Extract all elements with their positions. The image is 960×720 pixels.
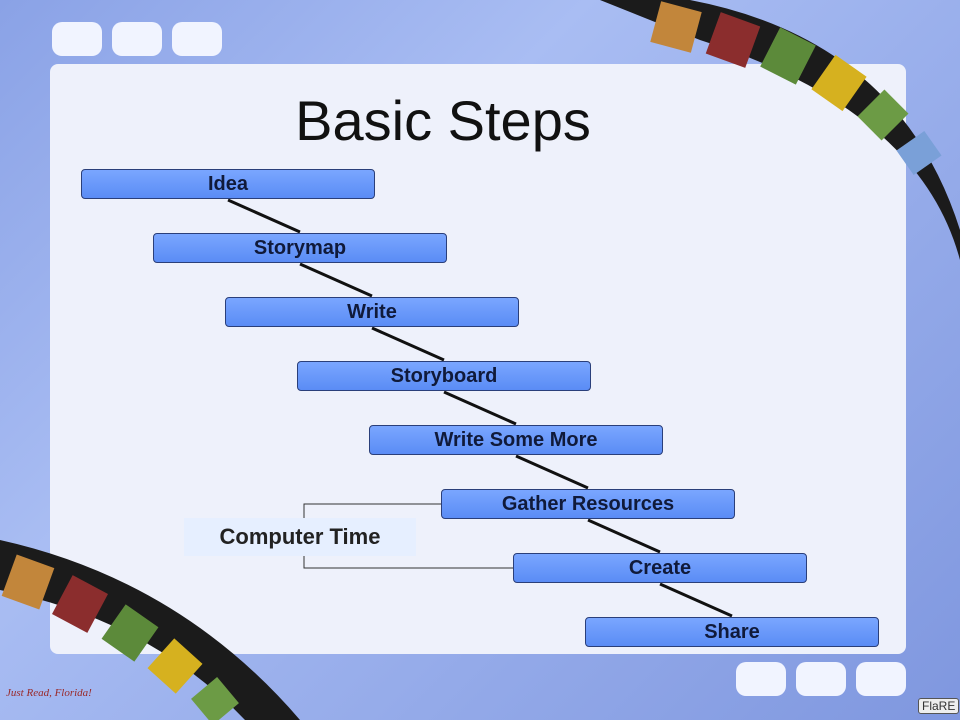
connector-line	[587, 518, 661, 554]
deco-tab	[52, 22, 102, 56]
step-share[interactable]: Share	[585, 617, 879, 647]
computer-time-label: Computer Time	[184, 518, 416, 556]
flare-logo: FlaRE	[918, 698, 960, 714]
slide-title: Basic Steps	[295, 89, 591, 152]
step-storymap[interactable]: Storymap	[153, 233, 447, 263]
connector-line	[659, 582, 733, 618]
step-gather-resources[interactable]: Gather Resources	[441, 489, 735, 519]
step-create[interactable]: Create	[513, 553, 807, 583]
connector-line	[515, 454, 589, 490]
connector-line	[227, 198, 301, 234]
step-idea[interactable]: Idea	[81, 169, 375, 199]
just-read-florida-logo: Just Read, Florida!	[6, 687, 92, 699]
step-write-some-more[interactable]: Write Some More	[369, 425, 663, 455]
deco-tab	[172, 22, 222, 56]
deco-tab	[112, 22, 162, 56]
connector-line	[371, 326, 445, 362]
deco-tab	[856, 662, 906, 696]
connector-line	[443, 390, 517, 426]
deco-tab	[736, 662, 786, 696]
deco-tab	[796, 662, 846, 696]
connector-line	[299, 262, 373, 298]
step-storyboard[interactable]: Storyboard	[297, 361, 591, 391]
step-write[interactable]: Write	[225, 297, 519, 327]
